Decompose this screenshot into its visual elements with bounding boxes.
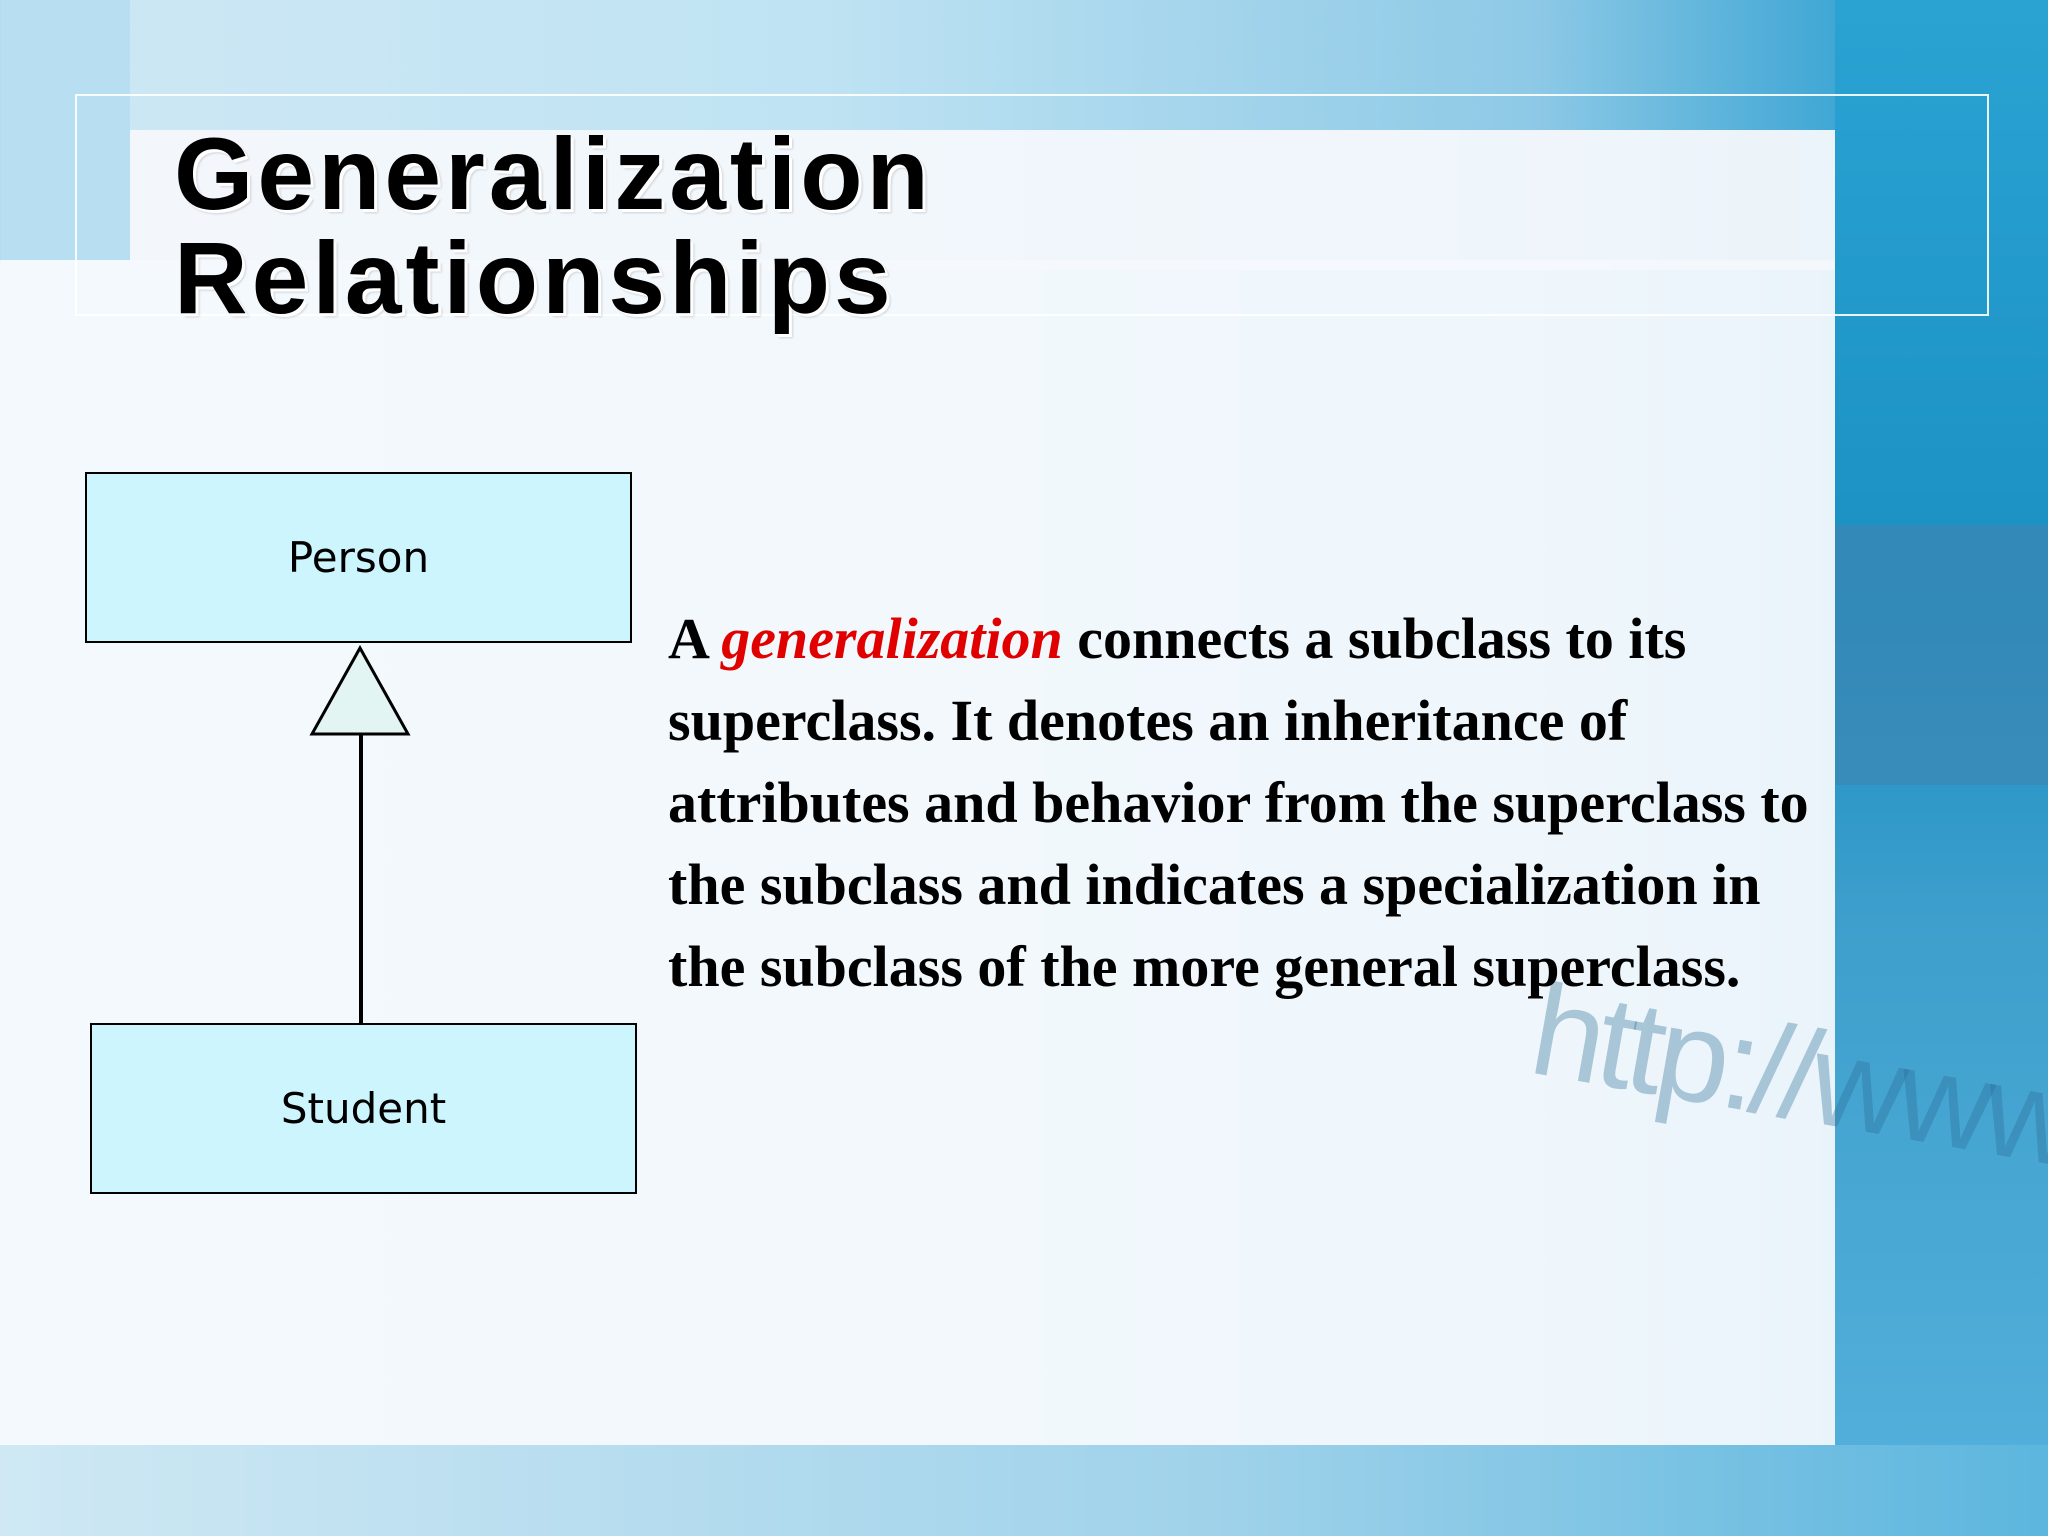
slide-title-line2: Relationships <box>174 221 895 335</box>
content-panel <box>0 260 1835 1445</box>
title-frame <box>75 94 1989 316</box>
title-panel <box>130 130 1835 270</box>
background-tile <box>0 0 130 260</box>
background-tile <box>0 1445 2048 1536</box>
slide-title: Generalization Relationships <box>174 122 933 330</box>
description-term: generalization <box>721 606 1063 671</box>
subclass-box: Student <box>90 1023 637 1194</box>
superclass-box: Person <box>85 472 632 643</box>
description-prefix: A <box>668 606 722 671</box>
slide-title-line1: Generalization <box>174 117 933 231</box>
description-text: A generalization connects a subclass to … <box>668 598 1828 1008</box>
subclass-label: Student <box>280 1084 447 1133</box>
description-rest: connects a subclass to its superclass. I… <box>668 606 1809 999</box>
background-tile <box>1835 525 2048 785</box>
superclass-label: Person <box>287 533 430 582</box>
